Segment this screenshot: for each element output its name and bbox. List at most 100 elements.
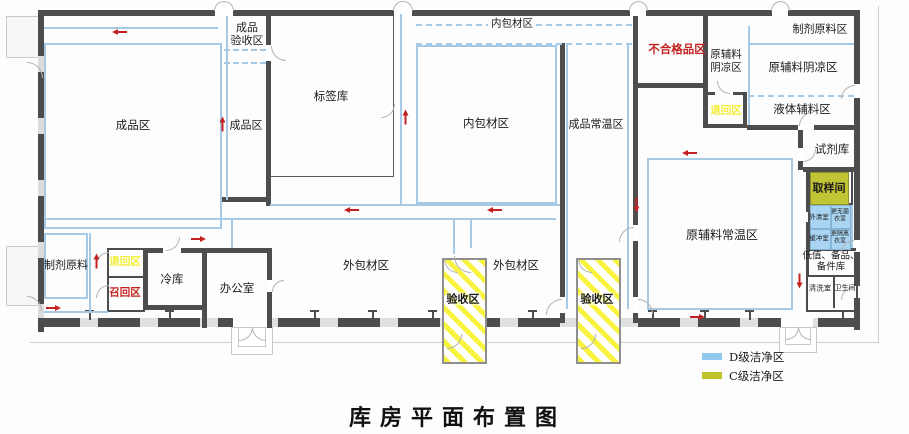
room-label-washing-room: 清洗室 bbox=[808, 283, 832, 293]
flow-arrow-icon bbox=[114, 31, 127, 33]
door-swing bbox=[272, 280, 284, 292]
clean-line bbox=[226, 50, 228, 200]
drawing-title-text: 库房平面布置图 bbox=[337, 400, 572, 434]
flow-arrow-icon bbox=[489, 209, 502, 211]
room-label-liquid-excipient: 液体辅料区 bbox=[773, 102, 831, 117]
flow-arrow-icon bbox=[191, 235, 206, 242]
clean-line-dashed bbox=[416, 43, 632, 45]
door-gap bbox=[630, 10, 646, 16]
door-gap bbox=[394, 10, 412, 16]
clean-line-finished-area bbox=[44, 43, 222, 229]
sterile-gown-room-fill bbox=[831, 205, 851, 229]
flow-arrow-icon bbox=[798, 273, 801, 287]
buffer-room-fill bbox=[810, 229, 831, 250]
wall bbox=[703, 124, 747, 128]
clean-line-inner-pack bbox=[416, 45, 557, 204]
legend-swatch-grade-d bbox=[702, 353, 722, 360]
room-label-office: 办公室 bbox=[219, 281, 255, 296]
clean-line-raw-ambient bbox=[647, 158, 793, 310]
legend-label-grade-d: D级洁净区 bbox=[729, 350, 785, 364]
flow-arrow-icon bbox=[404, 111, 407, 125]
flow-arrow-icon bbox=[221, 118, 224, 132]
wall-thin bbox=[270, 176, 394, 177]
room-label-label-store: 标签库 bbox=[313, 89, 349, 104]
clean-line bbox=[748, 26, 750, 125]
flow-arrow-icon bbox=[46, 304, 61, 311]
room-label-acceptance2: 验收区 bbox=[579, 292, 615, 306]
door-gap bbox=[633, 225, 638, 241]
wall bbox=[703, 16, 708, 128]
column-tick bbox=[165, 310, 174, 320]
clean-line bbox=[270, 204, 560, 206]
door-gap bbox=[715, 92, 733, 95]
room-label-raw-cool-large: 原辅料阴凉区 bbox=[768, 60, 838, 75]
column-tick bbox=[528, 310, 537, 320]
wall-cold-store bbox=[143, 248, 148, 310]
room-label-nonconforming: 不合格品区 bbox=[648, 42, 706, 57]
clean-line bbox=[44, 311, 108, 313]
clean-line bbox=[400, 14, 402, 206]
wall bbox=[806, 170, 809, 277]
wall bbox=[833, 275, 835, 308]
clean-line-dashed bbox=[224, 62, 266, 64]
clean-line bbox=[231, 218, 233, 248]
room-label-return-top: 退回区 bbox=[710, 104, 742, 117]
door-swing bbox=[271, 46, 286, 61]
flow-arrow-icon bbox=[635, 197, 638, 211]
wall bbox=[107, 276, 143, 278]
room-label-isolation-gown-room: 更隔离 衣室 bbox=[830, 230, 850, 244]
room-label-finished-ambient: 成品常温区 bbox=[568, 117, 624, 131]
wall-cold-store bbox=[143, 305, 207, 310]
door-gap bbox=[854, 84, 860, 98]
wall bbox=[633, 83, 708, 88]
door-gap bbox=[163, 248, 181, 253]
door-gap bbox=[560, 297, 565, 313]
wall-office bbox=[202, 248, 272, 253]
room-label-prep-raw-area: 制剂原料区 bbox=[792, 22, 848, 36]
room-label-outer-clean-room: 外清室 bbox=[809, 213, 829, 222]
room-label-finished-acceptance: 成品 验收区 bbox=[230, 20, 264, 47]
clean-line-dashed bbox=[748, 95, 854, 97]
door-gap bbox=[806, 212, 809, 222]
door-gap bbox=[781, 318, 813, 327]
flow-arrow-icon bbox=[690, 313, 705, 320]
clean-line bbox=[851, 205, 853, 248]
loading-dock-bottom-left bbox=[6, 246, 39, 306]
door-swing bbox=[799, 112, 813, 126]
clean-line bbox=[44, 27, 218, 29]
wall bbox=[266, 16, 271, 206]
column-tick bbox=[428, 310, 437, 320]
wash-toilet-box bbox=[806, 275, 858, 312]
door-gap bbox=[798, 148, 803, 161]
room-label-cold-store: 冷库 bbox=[160, 272, 184, 287]
clean-line bbox=[748, 43, 854, 45]
room-label-raw-cool-small: 原辅料 阴凉区 bbox=[710, 48, 742, 73]
room-label-buffer-room: 缓冲室 bbox=[809, 234, 829, 243]
clean-line bbox=[453, 218, 455, 254]
door-swing bbox=[214, 1, 224, 11]
door-gap bbox=[233, 318, 269, 327]
clean-line bbox=[566, 43, 568, 309]
clean-line bbox=[89, 233, 91, 311]
room-label-finished-area2: 成品区 bbox=[229, 118, 263, 132]
clean-line bbox=[44, 218, 556, 220]
door-gap bbox=[215, 10, 233, 16]
wall-office bbox=[202, 248, 207, 328]
door-gap bbox=[267, 280, 272, 292]
door-swing bbox=[780, 1, 790, 11]
room-label-inner-pack: 内包材区 bbox=[463, 116, 509, 131]
door-swing bbox=[546, 299, 562, 315]
legend-label-grade-c: C级洁净区 bbox=[729, 369, 784, 383]
wall bbox=[803, 167, 856, 172]
loading-dock-top-left bbox=[6, 16, 39, 58]
column-tick bbox=[745, 310, 754, 320]
outer-clean-room-fill bbox=[810, 205, 831, 229]
wall-right bbox=[854, 10, 860, 330]
room-label-recall: 召回区 bbox=[109, 286, 141, 299]
door-swing bbox=[403, 1, 413, 11]
door-swing bbox=[96, 285, 109, 298]
door-swing bbox=[393, 1, 403, 11]
door-swing bbox=[629, 1, 639, 11]
room-label-raw-ambient: 原辅料常温区 bbox=[685, 227, 759, 242]
